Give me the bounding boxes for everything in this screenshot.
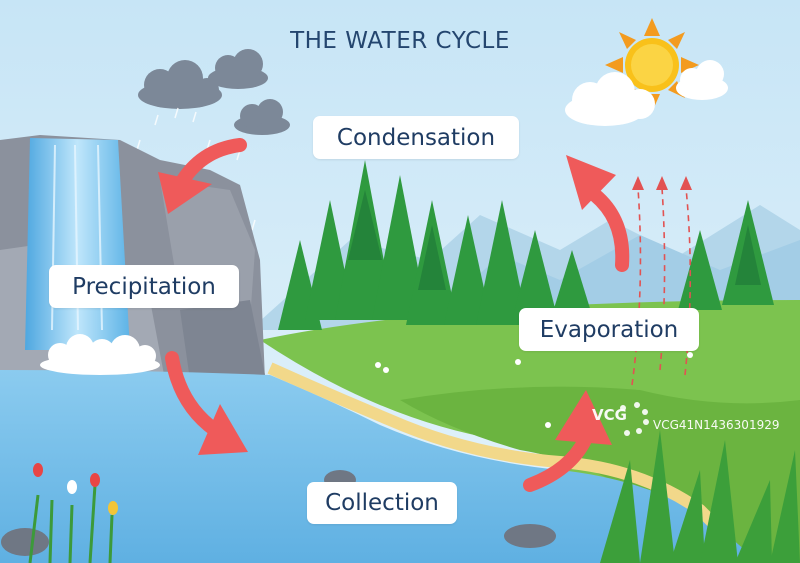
condensation-text: Condensation <box>336 124 496 151</box>
collection-text: Collection <box>325 490 439 516</box>
condensation-label: Condensation <box>313 116 519 159</box>
collection-arrow <box>165 351 248 455</box>
rain-cloud-icon <box>138 49 290 135</box>
grass-tufts <box>600 430 800 563</box>
precipitation-arrow <box>158 138 247 214</box>
rock <box>1 470 556 556</box>
splash-foam <box>40 334 160 375</box>
pine-trees <box>278 160 774 330</box>
watermark-id: VCG41N1436301929 <box>653 418 780 432</box>
vapour-arrowheads <box>632 176 692 190</box>
waterfall <box>25 138 130 350</box>
evaporation-arrow <box>523 390 612 492</box>
cloud-icon <box>565 60 728 126</box>
watermark-mark <box>620 402 649 436</box>
meadow-flowers <box>375 352 693 428</box>
flower <box>28 463 118 563</box>
vapour-arrows <box>631 187 692 386</box>
diagram-title: THE WATER CYCLE <box>290 28 510 54</box>
precipitation-text: Precipitation <box>72 273 216 300</box>
collection-label: Collection <box>307 482 457 524</box>
watermark-logo: VCG <box>592 406 627 424</box>
condensation-arrow <box>566 155 630 272</box>
evaporation-label: Evaporation <box>519 308 699 351</box>
evaporation-text: Evaporation <box>539 316 679 343</box>
precipitation-label: Precipitation <box>49 265 239 308</box>
lake <box>0 362 760 563</box>
